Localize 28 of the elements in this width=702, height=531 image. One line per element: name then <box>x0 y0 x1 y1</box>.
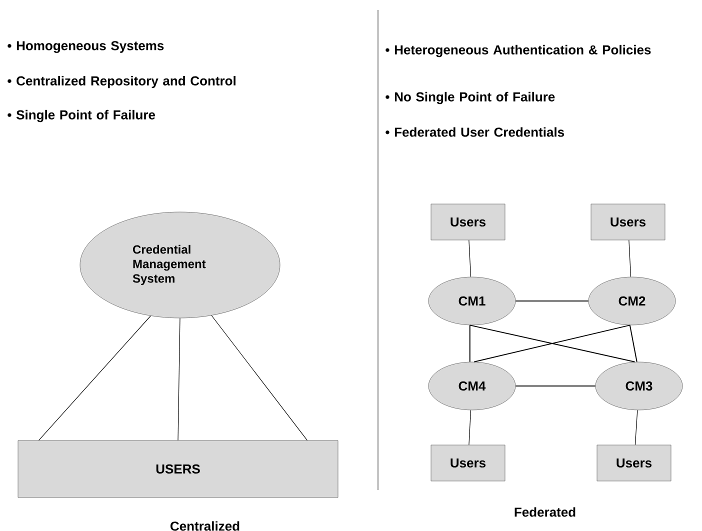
connector-line <box>469 324 470 362</box>
users-box: Users <box>430 204 506 240</box>
users-box: USERS <box>18 440 338 498</box>
bullet-text: • Federated User Credentials <box>386 127 564 137</box>
users-box: Users <box>590 204 666 240</box>
caption-text: Federated <box>514 507 576 517</box>
connector-line <box>515 300 589 302</box>
users-box: Users <box>596 444 672 482</box>
ellipse-node: CM3 <box>595 362 683 410</box>
connector-line <box>629 324 638 362</box>
caption-text: Centralized <box>170 521 240 531</box>
bullet-text: • No Single Point of Failure <box>386 92 555 104</box>
connector-line <box>38 316 151 441</box>
connector-line <box>211 315 308 441</box>
ellipse-node: CM4 <box>428 362 516 410</box>
ellipse-node: CM2 <box>588 276 676 326</box>
connector-line <box>468 410 472 446</box>
connector-line <box>468 240 472 278</box>
bullet-text: • Single Point of Failure <box>8 110 156 122</box>
bullet-text: • Homogeneous Systems <box>8 41 164 53</box>
bullet-text: • Centralized Repository and Control <box>8 76 236 88</box>
ellipse-node: CM1 <box>428 276 516 326</box>
users-box: Users <box>430 444 506 482</box>
bullet-text: • Heterogeneous Authentication & Policies <box>386 44 651 58</box>
connector-line <box>634 410 638 446</box>
ellipse-node: Credential Management System <box>80 212 280 318</box>
connector-line <box>178 318 180 441</box>
connector-line <box>628 240 632 278</box>
